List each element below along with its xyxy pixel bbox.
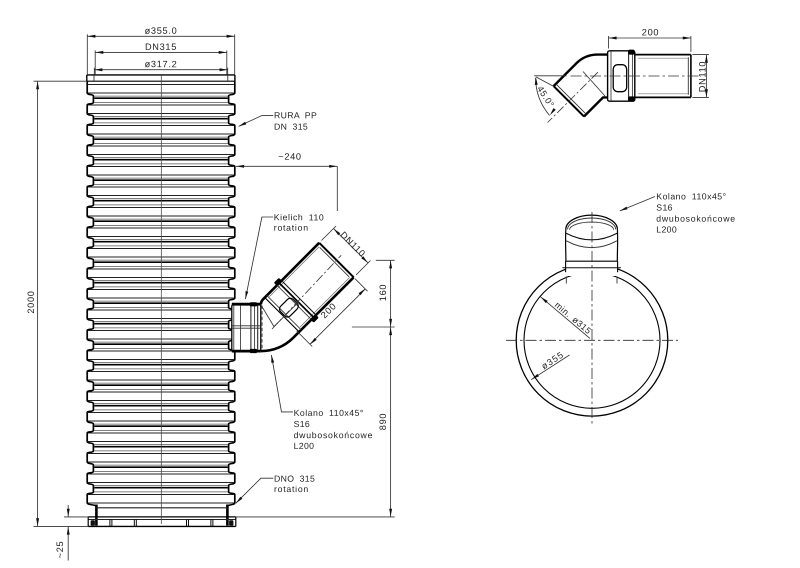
svg-text:dwubosokońcowe: dwubosokońcowe bbox=[294, 430, 374, 440]
svg-text:DN110: DN110 bbox=[697, 61, 707, 92]
svg-text:L200: L200 bbox=[294, 441, 315, 451]
svg-text:RURA PP: RURA PP bbox=[274, 110, 317, 120]
svg-text:~240: ~240 bbox=[278, 152, 302, 162]
svg-text:S16: S16 bbox=[656, 203, 673, 213]
svg-text:S16: S16 bbox=[294, 419, 311, 429]
svg-text:rotation: rotation bbox=[274, 484, 309, 494]
svg-text:L200: L200 bbox=[656, 225, 677, 235]
svg-text:~25: ~25 bbox=[55, 541, 65, 559]
svg-text:DN 315: DN 315 bbox=[274, 122, 308, 132]
svg-text:dwubosokońcowe: dwubosokońcowe bbox=[656, 214, 736, 224]
svg-text:200: 200 bbox=[642, 27, 659, 37]
svg-text:Kielich 110: Kielich 110 bbox=[274, 212, 324, 222]
svg-text:890: 890 bbox=[378, 413, 388, 430]
svg-text:ø355.0: ø355.0 bbox=[145, 26, 178, 36]
svg-text:160: 160 bbox=[378, 284, 388, 301]
svg-text:Kolano 110x45°: Kolano 110x45° bbox=[656, 191, 726, 201]
svg-text:ø317.2: ø317.2 bbox=[145, 59, 178, 69]
svg-text:rotation: rotation bbox=[274, 223, 309, 233]
svg-text:DNO 315: DNO 315 bbox=[274, 474, 315, 484]
svg-text:DN315: DN315 bbox=[145, 42, 177, 52]
svg-text:2000: 2000 bbox=[26, 290, 36, 313]
svg-text:Kolano 110x45°: Kolano 110x45° bbox=[294, 408, 364, 418]
